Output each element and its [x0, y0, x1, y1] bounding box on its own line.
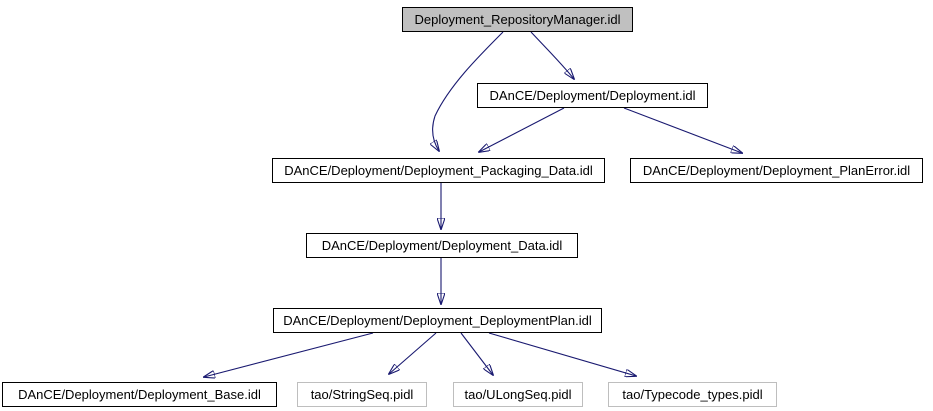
- node-dance-deployment-deployment-idl[interactable]: DAnCE/Deployment/Deployment.idl: [477, 83, 708, 108]
- edge-deploymentplan-to-ulongseq: [460, 332, 493, 375]
- edge-deployment-to-planerror: [623, 107, 742, 153]
- node-dance-deployment-deployment-planerror-idl[interactable]: DAnCE/Deployment/Deployment_PlanError.id…: [630, 158, 923, 183]
- edge-deploymentplan-to-base: [204, 332, 374, 377]
- edge-deploymentplan-to-typecode-types: [488, 332, 636, 376]
- edge-deploymentplan-to-stringseq: [389, 332, 437, 374]
- edge-repositorymanager-to-deployment: [530, 31, 574, 79]
- node-tao-ulongseq-pidl: tao/ULongSeq.pidl: [453, 382, 583, 407]
- node-dance-deployment-deployment-deploymentplan-idl[interactable]: DAnCE/Deployment/Deployment_DeploymentPl…: [273, 308, 602, 333]
- node-dance-deployment-deployment-base-idl[interactable]: DAnCE/Deployment/Deployment_Base.idl: [2, 382, 277, 407]
- node-dance-deployment-deployment-packaging-data-idl[interactable]: DAnCE/Deployment/Deployment_Packaging_Da…: [272, 158, 605, 183]
- node-dance-deployment-deployment-data-idl[interactable]: DAnCE/Deployment/Deployment_Data.idl: [306, 233, 578, 258]
- node-deployment-repositorymanager-idl: Deployment_RepositoryManager.idl: [402, 7, 633, 32]
- node-tao-stringseq-pidl: tao/StringSeq.pidl: [297, 382, 427, 407]
- node-tao-typecode-types-pidl: tao/Typecode_types.pidl: [608, 382, 777, 407]
- edge-deployment-to-packaging-data: [479, 107, 565, 152]
- edge-repositorymanager-to-packaging-data: [433, 31, 504, 151]
